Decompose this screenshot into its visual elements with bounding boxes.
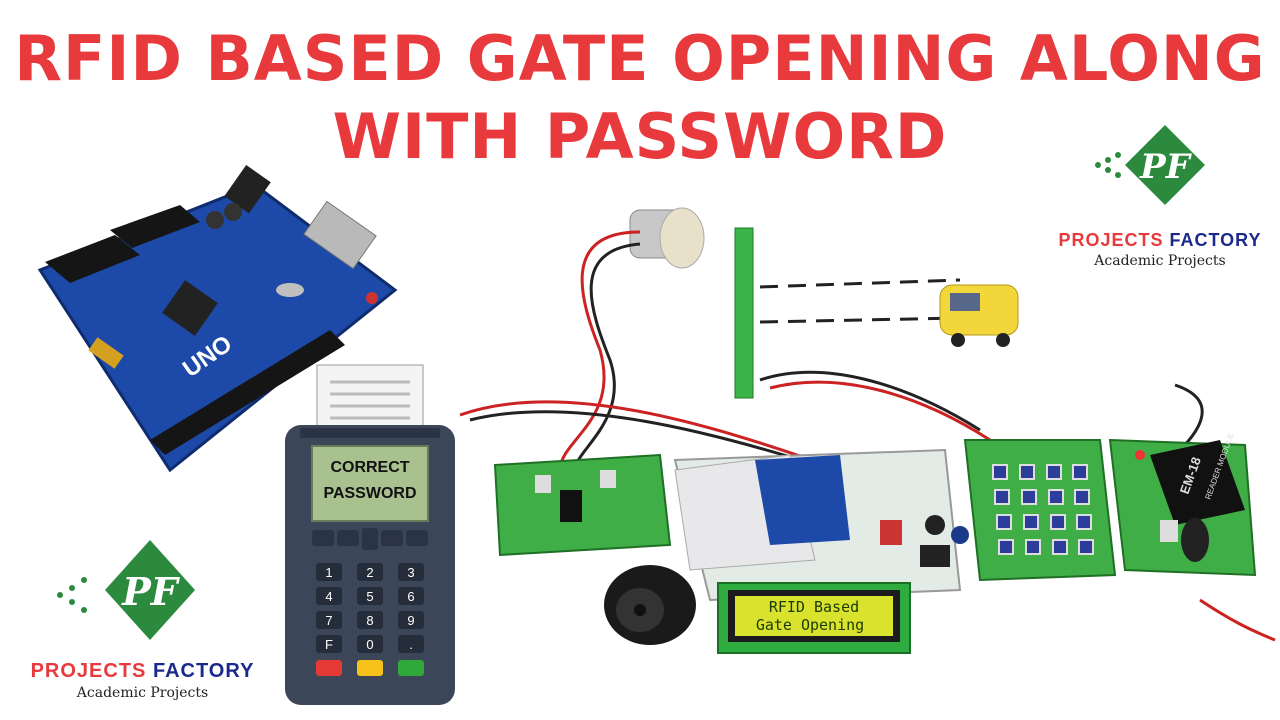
terminal-keypad: 1 2 3 4 5 6 7 8 9 F 0 . [316,563,424,653]
brand-subtitle: Academic Projects [1094,253,1226,269]
wires [459,230,1276,642]
brand-name-part1: PROJECTS [30,660,147,682]
key-9: 9 [407,613,414,628]
brand-name-part1: PROJECTS [1058,230,1164,250]
password-terminal: 1 2 3 4 5 6 7 8 9 F 0 . [285,364,455,705]
brand-logo-bottom: PF [57,540,195,640]
key-1: 1 [325,565,332,580]
title-line-1: RFID BASED GATE OPENING ALONG [14,22,1266,95]
rfid-reader-board: EM-18 READER MODULE [1108,432,1257,577]
key-3: 3 [407,565,414,580]
page-title: RFID BASED GATE OPENING ALONG WITH PASSW… [0,20,1280,176]
lcd-line-1: RFID Based [769,598,859,616]
terminal-screen-text: CORRECT PASSWORD [314,455,426,507]
buzzer [604,565,696,645]
relay-board [493,453,672,557]
key-dot: . [409,637,413,652]
terminal-line-2: PASSWORD [323,485,417,502]
key-0: 0 [366,637,373,652]
keypad-board [963,439,1117,582]
brand-name-part2: FACTORY [1169,230,1262,250]
toy-bus [939,284,1019,347]
title-line-2: WITH PASSWORD [332,100,948,173]
terminal-line-1: CORRECT [330,459,410,476]
lcd-line-2: Gate Opening [756,616,864,634]
brand-block-bottom: PROJECTS FACTORY Academic Projects [10,660,275,701]
lcd-module: RFID Based Gate Opening [717,582,911,654]
brand-name-part2: FACTORY [152,660,255,682]
key-8: 8 [366,613,373,628]
arduino-uno-board: UNO [37,165,398,473]
key-f: F [325,637,333,652]
key-4: 4 [325,589,332,604]
key-2: 2 [366,565,373,580]
key-6: 6 [407,589,414,604]
main-control-board [673,448,969,602]
logo-letters-top: PF [1139,147,1193,187]
key-7: 7 [325,613,332,628]
logo-letters-bottom: PF [121,569,181,614]
brand-subtitle: Academic Projects [76,685,209,701]
gate-barrier [629,207,961,399]
clear-key [357,660,383,676]
key-5: 5 [366,589,373,604]
brand-logo-top: PF [1095,125,1205,205]
cancel-key [316,660,342,676]
brand-block-top: PROJECTS FACTORY Academic Projects [1040,230,1280,269]
enter-key [398,660,424,676]
